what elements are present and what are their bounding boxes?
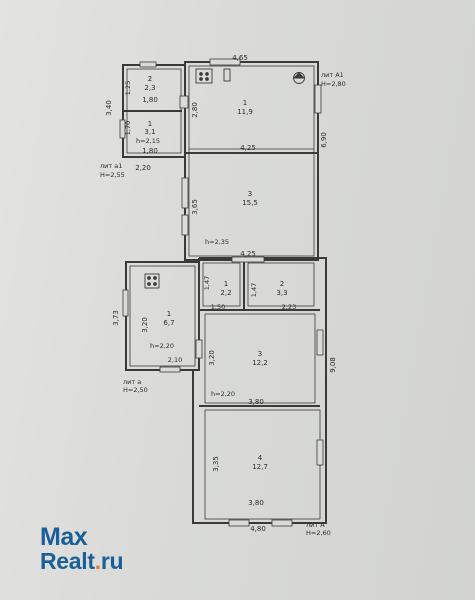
- room-A-3-area: 12,2: [252, 359, 268, 367]
- inner-a1: [126, 68, 182, 154]
- lower-inner-lines: [129, 262, 321, 520]
- dim-280: 2,80: [191, 102, 199, 118]
- door-a1: [179, 95, 189, 109]
- room-A-2-num: 2: [280, 280, 284, 288]
- window-right-1: [316, 329, 324, 356]
- dim-170: 1,70: [124, 121, 132, 135]
- wall-lit-A: [192, 257, 327, 524]
- wall-lit-a: [125, 261, 200, 371]
- upper-inner-lines: [126, 65, 315, 257]
- label-lit-a: лит а: [123, 378, 141, 386]
- room-A-1-area: 2,2: [220, 289, 231, 297]
- inner-room-122: [204, 313, 316, 404]
- room-A1-3-num: 3: [248, 190, 252, 198]
- room-a1-2-num: 2: [148, 75, 152, 83]
- label-lit-a1: лит а1: [100, 162, 122, 170]
- dim-220: 2,20: [135, 164, 151, 172]
- room-A1-3-area: 15,5: [242, 199, 258, 207]
- dim-335: 3,35: [212, 456, 220, 472]
- wall-lit-A1: [184, 61, 319, 261]
- dim-365: 3,65: [191, 199, 199, 215]
- dim-180b: 1,80: [142, 147, 158, 155]
- dim-690: 6,90: [320, 132, 328, 148]
- room-A-3-num: 3: [258, 350, 262, 358]
- room-A1-1-num: 1: [243, 99, 247, 107]
- dim-908: 9,08: [329, 357, 337, 373]
- logo-line-2: Realt.ru: [40, 548, 124, 574]
- label-lit-A1: лит А1: [321, 71, 344, 79]
- inner-a: [129, 265, 196, 367]
- h-220a: h=2,20: [150, 342, 174, 350]
- dim-373: 3,73: [112, 310, 120, 326]
- logo-line-1: Max: [40, 523, 88, 551]
- logo-dot: .: [94, 548, 101, 574]
- dim-125: 1,25: [124, 81, 132, 95]
- dim-380a: 3,80: [248, 398, 264, 406]
- fixtures: [144, 68, 306, 289]
- dim-320b: 3,20: [208, 350, 216, 366]
- dim-425b: 4,25: [240, 250, 256, 258]
- dim-425a: 4,25: [240, 144, 256, 152]
- h-235: h=2,35: [205, 238, 229, 246]
- label-lit-A: лит А: [306, 521, 325, 529]
- dim-147b: 1,47: [250, 283, 258, 297]
- window-a1-left: [119, 119, 126, 139]
- window-top: [209, 58, 241, 66]
- door-a-A: [195, 339, 203, 359]
- room-a-1-num: 1: [167, 310, 171, 318]
- room-a1-1-area: 3,1: [144, 128, 155, 136]
- room-a-1-area: 6,7: [163, 319, 174, 327]
- window-left-low: [181, 214, 189, 236]
- room-A-4-area: 12,7: [252, 463, 268, 471]
- dim-223: 2,23: [282, 303, 296, 311]
- dim-480: 4,80: [250, 525, 266, 533]
- maxrealt-logo: Max Realt.ru: [40, 523, 124, 574]
- dim-150: 1,50: [211, 303, 225, 311]
- inner-room-22: [202, 262, 241, 307]
- door-a-bottom: [159, 366, 181, 373]
- room-A-1-num: 1: [224, 280, 228, 288]
- room-A-2-area: 3,3: [276, 289, 287, 297]
- stove-icon-a: [144, 273, 160, 289]
- window-left-mid: [181, 177, 189, 209]
- window-right-2: [316, 439, 324, 466]
- inner-room-33: [247, 262, 315, 307]
- window-mid: [231, 256, 265, 263]
- room-A1-1-area: 11,9: [237, 108, 253, 116]
- window-a1: [139, 61, 157, 68]
- window-bottom-2: [271, 519, 293, 527]
- room-a1-1-num: 1: [148, 120, 152, 128]
- dim-380b: 3,80: [248, 499, 264, 507]
- inner-A1: [188, 65, 315, 257]
- room-A-4-num: 4: [258, 454, 263, 462]
- dim-320a: 3,20: [141, 317, 149, 333]
- h-220b: h=2,20: [211, 390, 235, 398]
- room-a1-2-area: 2,3: [144, 84, 155, 92]
- logo-ru: ru: [100, 548, 124, 574]
- window-bottom-1: [228, 519, 250, 527]
- dim-180a: 1,80: [142, 96, 158, 104]
- label-h-a1: H=2,55: [100, 171, 125, 179]
- label-h-A: H=2,60: [306, 529, 331, 537]
- window-right-top: [314, 84, 322, 114]
- label-h-a: H=2,50: [123, 386, 148, 394]
- sink-icon: [223, 68, 231, 82]
- logo-realt: Realt: [40, 548, 95, 574]
- dim-147a: 1,47: [203, 276, 211, 290]
- window-a-left: [122, 289, 129, 317]
- dim-210: 2,10: [168, 356, 182, 364]
- stove-icon: [195, 68, 213, 84]
- dim-340: 3,40: [105, 100, 113, 116]
- openings: [119, 58, 324, 527]
- h-215: h=2,15: [136, 137, 160, 145]
- label-h-A1: H=2,80: [321, 80, 346, 88]
- dim-top-width: 4,65: [232, 54, 248, 62]
